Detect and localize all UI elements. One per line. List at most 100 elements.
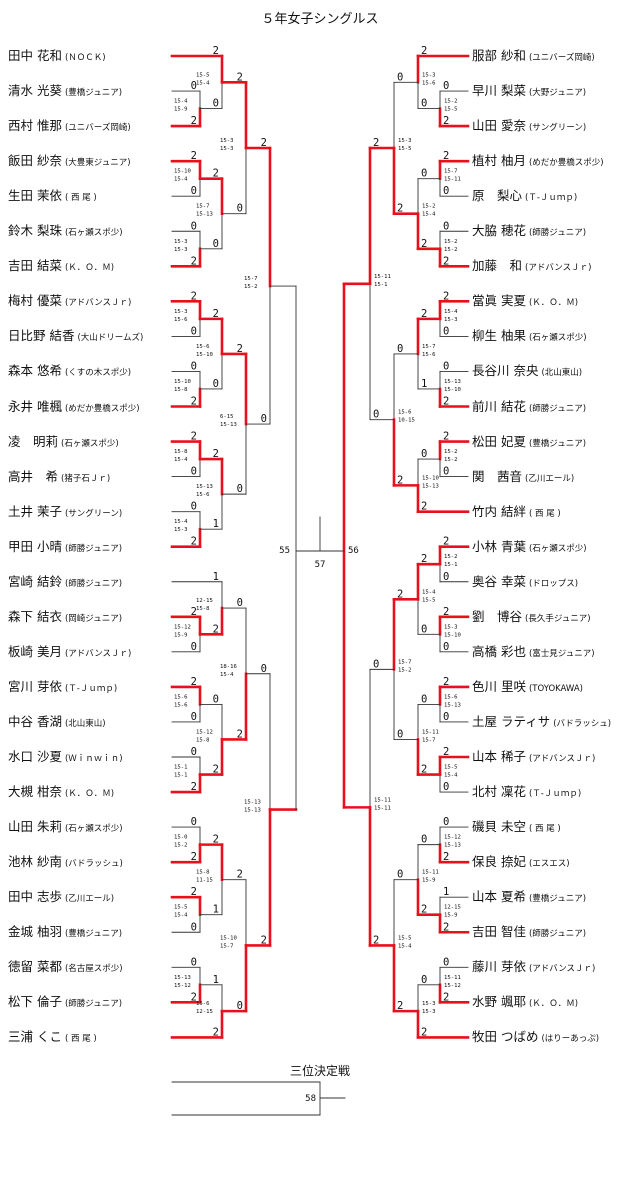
left-player-17: 森下 結衣(岡崎ジュニア) (8, 609, 122, 627)
match-score: 2 (397, 203, 403, 215)
game-score: 15-2 (422, 204, 435, 210)
left-player-23: 山田 朱莉(石ヶ瀬スポ少) (8, 819, 123, 837)
game-score: 15-1 (174, 773, 187, 779)
match-score: 2 (191, 851, 197, 863)
game-score: 15-3 (422, 1001, 435, 1007)
player-name: 前川 結花 (472, 398, 526, 414)
player-name: 板崎 美月 (8, 643, 62, 659)
match-score: 2 (191, 290, 197, 302)
game-score: 15-3 (220, 146, 233, 152)
match-score: 2 (237, 71, 243, 83)
game-score: 15-9 (174, 107, 187, 113)
game-score: 15-6 (398, 410, 411, 416)
game-score: 15-5 (196, 72, 209, 78)
game-score: 15-6 (196, 1001, 209, 1007)
game-score: 15-2 (444, 449, 457, 455)
match-score: 0 (191, 220, 197, 232)
game-score: 15-13 (196, 212, 213, 218)
game-score: 18-16 (220, 664, 237, 670)
match-score: 2 (443, 431, 449, 443)
right-player-29: 牧田 つばめ(はりーあっぷ) (472, 1029, 599, 1047)
player-name: 田中 花和 (8, 48, 62, 63)
right-player-4: 植村 柚月(めだか豊橋スポ少) (472, 153, 604, 171)
right-player-21: 山本 稀子(アドバンスＪｒ) (472, 749, 595, 767)
player-club: (名古屋スポ少) (64, 964, 123, 975)
match-score: 0 (191, 816, 197, 828)
match-score: 2 (421, 308, 427, 320)
match-score: 0 (397, 728, 403, 740)
player-club: (Ｋ．Ｏ．Ｍ) (528, 298, 579, 309)
right-player-1: 服部 紗和(ユニバーズ岡崎) (472, 48, 595, 66)
match-score: 2 (237, 869, 243, 881)
match-score: 2 (191, 115, 197, 127)
player-club: (乙川エール) (64, 894, 115, 905)
game-score: 6-15 (220, 414, 233, 420)
left-player-6: 鈴木 梨珠(石ヶ瀬スポ少) (8, 223, 123, 241)
game-score: 15-1 (444, 562, 457, 568)
game-score: 15-3 (174, 309, 187, 315)
left-player-12: 凌 明莉(石ヶ瀬スポ少) (8, 434, 119, 452)
game-score: 12-15 (196, 598, 213, 604)
page-title: ５年女子シングルス (261, 12, 379, 27)
game-score: 15-3 (398, 138, 411, 144)
game-score: 15-12 (174, 624, 191, 630)
match-score: 0 (261, 663, 267, 675)
game-score: 12-15 (196, 1009, 213, 1015)
game-score: 15-10 (444, 387, 461, 393)
match-score: 2 (191, 991, 197, 1003)
player-club: (アドバンスＪｒ) (528, 964, 596, 975)
game-score: 15-3 (422, 1009, 435, 1015)
match-score: 1 (213, 904, 219, 916)
right-player-14: 竹内 結絆( 西 尾 ) (472, 504, 561, 522)
match-score: 1 (421, 378, 427, 390)
player-club: (師勝ジュニア) (528, 228, 587, 239)
match-score: 2 (443, 255, 449, 267)
left-player-20: 中谷 香湖(北山東山) (8, 714, 106, 732)
match-score: 0 (237, 1000, 243, 1012)
game-score: 15-11 (444, 975, 461, 981)
match-score: 2 (213, 308, 219, 320)
player-club: (大山ドリームズ) (77, 333, 144, 344)
match-score: 2 (443, 290, 449, 302)
match-score: 0 (191, 921, 197, 933)
player-club: (豊橋ジュニア) (528, 438, 587, 449)
game-score: 15-9 (444, 913, 457, 919)
game-score: 15-1 (374, 282, 387, 288)
game-score: 15-4 (174, 177, 188, 183)
game-score: 15-13 (244, 808, 261, 814)
game-score: 15-11 (422, 729, 439, 735)
match-score: 0 (191, 956, 197, 968)
game-score: 15-4 (174, 913, 188, 919)
game-score: 10-15 (398, 418, 415, 424)
game-score: 15-7 (422, 344, 435, 350)
game-score: 15-13 (422, 483, 439, 489)
left-player-18: 板崎 美月(アドバンスＪｒ) (8, 644, 131, 662)
right-player-3: 山田 愛奈(サングリーン) (472, 118, 586, 136)
player-name: 関 茜音 (472, 468, 523, 484)
match-score: 2 (373, 934, 379, 946)
right-player-24: 保良 捺妃(エスエス) (472, 854, 570, 872)
player-name: 松下 倫子 (8, 994, 62, 1010)
game-score: 15-6 (174, 702, 187, 708)
match-score: 2 (397, 588, 403, 600)
player-club: (富士見ジュニア) (528, 648, 595, 659)
player-club: (アドバンスＪｒ) (525, 263, 592, 274)
third-place-label: 三位決定戦 (289, 1064, 350, 1078)
player-name: 柳生 柚果 (472, 328, 526, 344)
game-score: 15-0 (174, 835, 187, 841)
match-score: 0 (213, 693, 219, 705)
match-score: 0 (191, 360, 197, 372)
game-score: 15-2 (444, 99, 457, 105)
game-score: 15-6 (444, 694, 457, 700)
player-name: 森下 結衣 (8, 608, 62, 624)
right-player-20: 土屋 ラティサ(バドラッシュ) (472, 714, 611, 732)
match-score: 0 (237, 483, 243, 495)
game-score: 15-4 (174, 99, 188, 105)
left-player-16: 宮崎 結鈴(師勝ジュニア) (8, 574, 122, 592)
right-player-13: 関 茜音(乙川エール) (472, 469, 574, 487)
match-score: 0 (237, 597, 243, 609)
match-score: 2 (443, 991, 449, 1003)
player-name: 保良 捺妃 (472, 854, 526, 870)
match-score: 0 (373, 658, 379, 670)
left-player-29: 三浦 くこ( 西 尾 ) (8, 1029, 97, 1047)
